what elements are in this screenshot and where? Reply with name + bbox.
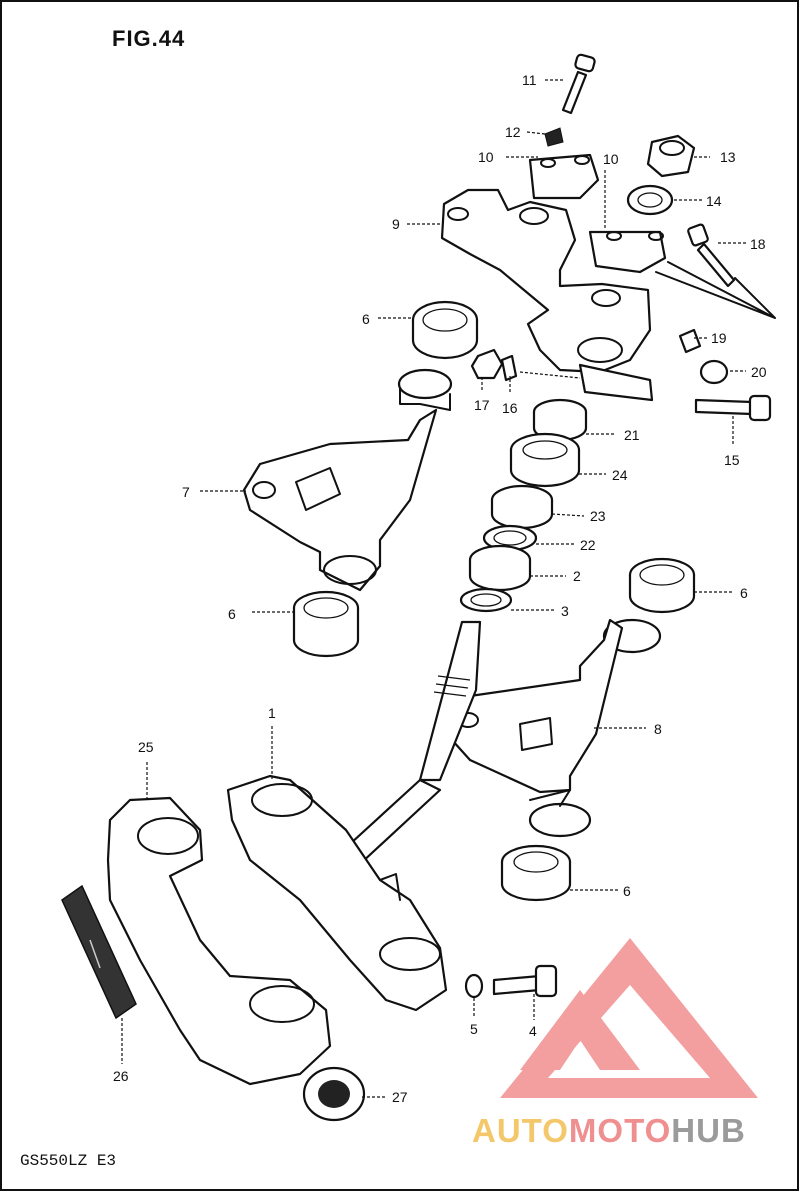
callout-14: 14 [706,193,722,209]
callout-19: 19 [711,330,727,346]
callout-6-b: 6 [228,606,236,622]
callout-6-a: 6 [362,311,370,327]
callout-22: 22 [580,537,596,553]
watermark-text-auto: AUTO [472,1112,569,1149]
part-5-washer [464,973,484,999]
part-11-bolt [561,53,596,115]
callout-9: 9 [392,216,400,232]
part-10-clamp-upper [528,153,600,200]
callout-10-left: 10 [478,149,494,165]
part-9-upper-bracket [440,188,654,402]
part-19-washer [678,328,702,354]
part-7-left-bracket [242,368,453,592]
callout-16: 16 [502,400,518,416]
callout-5: 5 [470,1021,478,1037]
leader-lines [121,79,746,1098]
part-18-bolt [687,223,736,288]
part-20-cap [699,359,729,385]
callout-26: 26 [113,1068,129,1084]
part-24-nut [509,432,581,488]
watermark-text-hub: HUB [671,1112,746,1149]
callout-4: 4 [529,1023,537,1039]
part-25-cover [106,796,332,1086]
callout-18: 18 [750,236,766,252]
part-4-bolt [492,964,558,998]
callout-24: 24 [612,467,628,483]
figure-title: FIG.44 [112,26,186,51]
callout-3: 3 [561,603,569,619]
part-6-seal-c [628,557,696,614]
model-code: GS550LZ E3 [20,1152,117,1170]
part-6-seal-d [500,844,572,902]
callout-11: 11 [522,72,537,88]
part-3-race [459,587,513,613]
watermark-text: AUTOMOTOHUB [472,1112,746,1150]
callout-12: 12 [505,124,521,140]
part-10-clamp-lower [588,230,667,274]
part-15-bolt [694,394,772,422]
watermark-text-moto: MOTO [568,1112,672,1149]
callout-17: 17 [474,397,490,413]
part-18-guides [655,261,776,319]
part-23-seal [490,484,554,530]
callout-23: 23 [590,508,606,524]
part-12-nut [544,127,564,147]
callout-21: 21 [624,427,640,443]
watermark-logo [500,938,758,1098]
callout-1: 1 [268,705,276,721]
callout-25: 25 [138,739,154,755]
callout-6-c: 6 [740,585,748,601]
callout-20: 20 [751,364,767,380]
part-6-seal-a [411,300,479,360]
callout-15: 15 [724,452,740,468]
part-26-label [61,884,137,1020]
callout-8: 8 [654,721,662,737]
part-16-clip [500,354,518,382]
callout-10-right: 10 [603,151,619,167]
part-1-steering-stem [226,620,482,1012]
part-6-seal-b [292,590,360,658]
part-13-nut [646,134,696,178]
callout-13: 13 [720,149,736,165]
part-27-cap [302,1066,366,1122]
callout-27: 27 [392,1089,408,1105]
callout-6-d: 6 [623,883,631,899]
part-8-right-bracket [450,618,662,838]
callout-7: 7 [182,484,190,500]
callout-2: 2 [573,568,581,584]
part-2-bearing [468,544,532,592]
part-14-washer [626,184,674,216]
part-17-cap [470,348,504,380]
